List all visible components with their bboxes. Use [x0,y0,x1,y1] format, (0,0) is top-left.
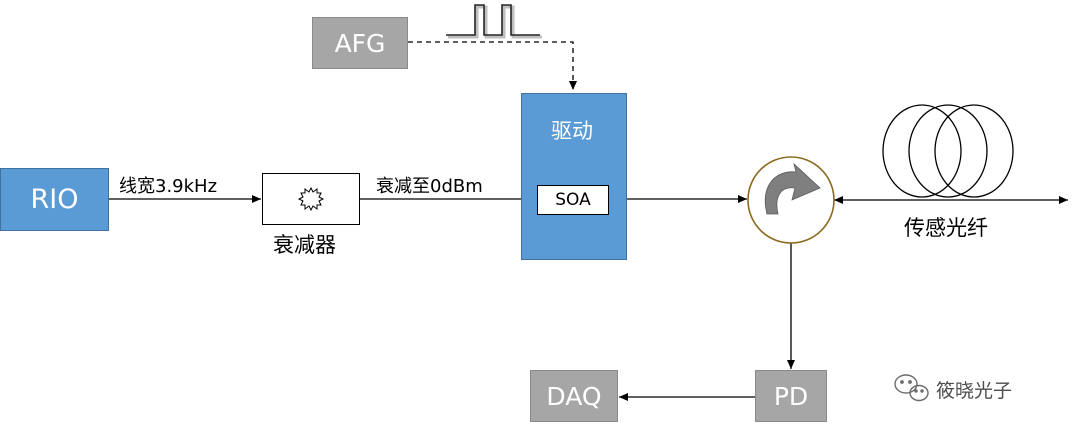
sensing-fiber-label: 传感光纤 [904,216,988,240]
afg-block: AFG [312,17,408,69]
circulator-rotation-arrow-icon [765,162,821,215]
link-afg-to-driver [408,41,577,90]
daq-label: DAQ [546,381,602,411]
circulator [747,156,835,244]
linewidth-label: 线宽3.9kHz [119,176,218,197]
daq-block: DAQ [530,370,618,422]
afg-label: AFG [334,28,386,58]
soa-label: SOA [555,190,591,210]
driver-label: 驱动 [551,119,593,143]
pd-label: PD [773,381,809,411]
soa-block: SOA [537,185,609,215]
watermark-text: 筱晓光子 [936,380,1013,402]
sensing-fiber-coil-icon [882,104,1014,198]
attenuator-starburst-icon [297,186,325,212]
attenuator-block [262,173,360,225]
attenuator-label: 衰减器 [273,233,336,257]
attenuate-to-label: 衰减至0dBm [376,176,483,197]
driver-block [521,93,627,260]
rio-laser-block: RIO [0,168,109,231]
pulse-waveform-icon [446,4,542,39]
wechat-logo-icon [894,374,929,402]
rio-label: RIO [30,184,79,215]
pd-block: PD [755,370,827,422]
